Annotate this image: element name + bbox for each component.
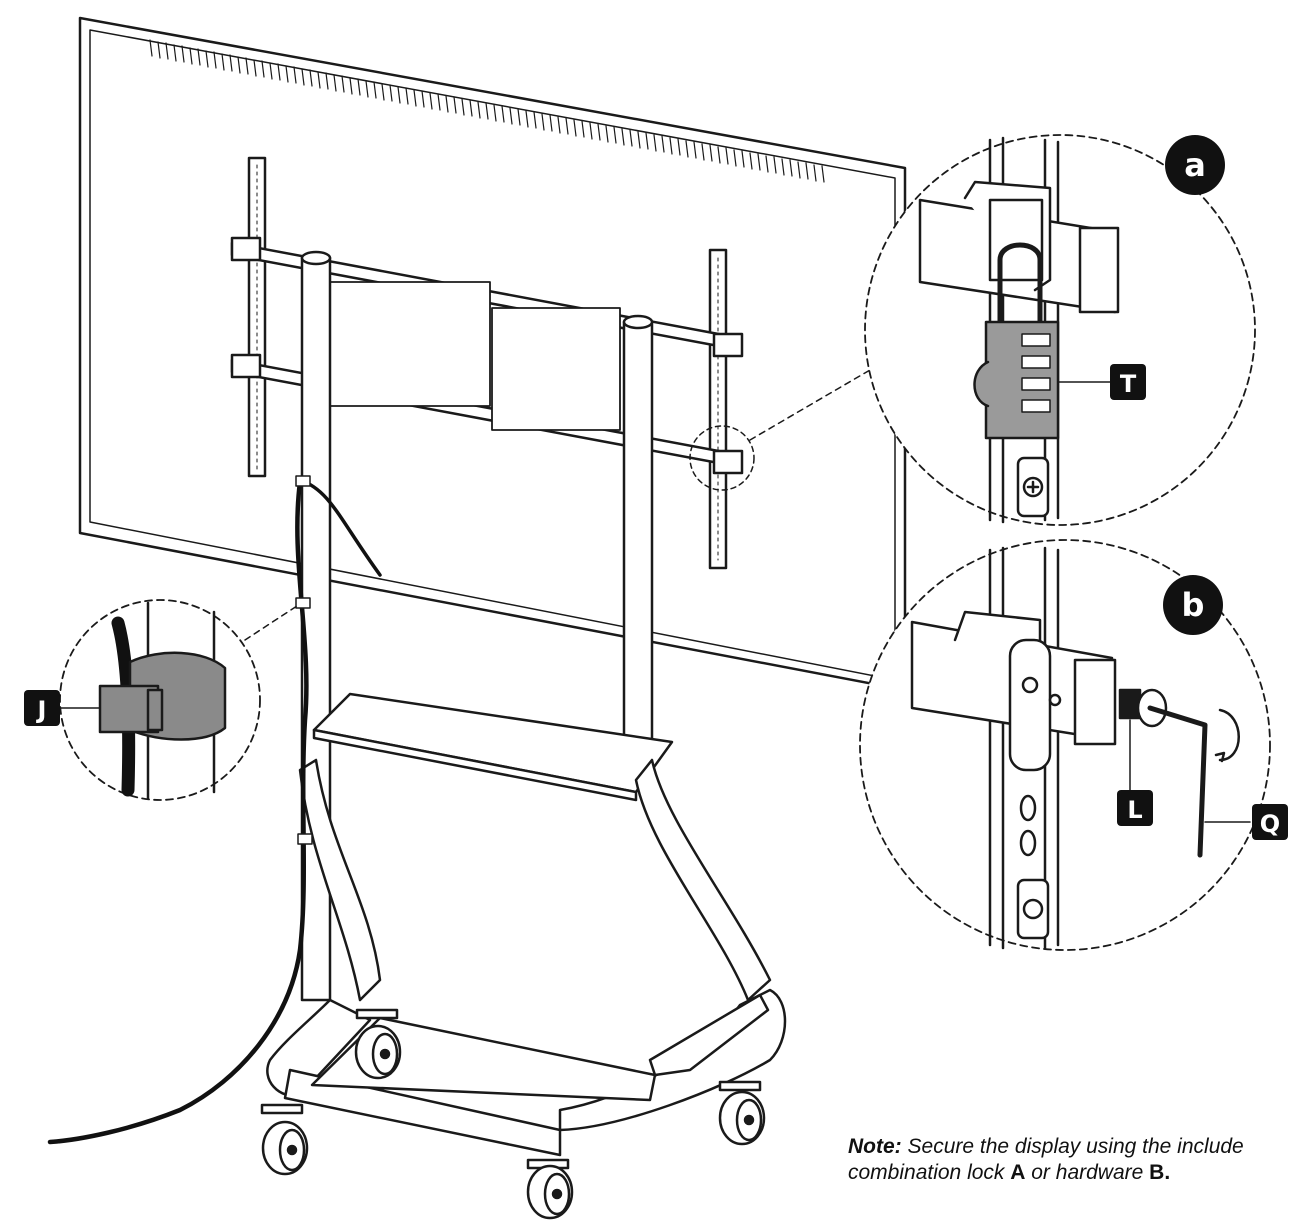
base-frame [266, 758, 787, 1157]
callout-a: a [1165, 135, 1225, 195]
tag-j: J [24, 690, 60, 726]
svg-text:a: a [1184, 146, 1206, 184]
svg-text:L: L [1127, 796, 1142, 824]
tag-l: L [1117, 790, 1153, 826]
svg-text:J: J [36, 696, 47, 724]
svg-text:Q: Q [1260, 810, 1280, 838]
svg-text:T: T [1120, 370, 1137, 398]
note-line-2: combination lock A or hardware B. [848, 1161, 1171, 1184]
detail-a-combination-lock [864, 134, 1256, 526]
detail-b-hardware [859, 539, 1271, 951]
stand-upright-right [622, 314, 654, 742]
hardware-reference: B [1149, 1161, 1165, 1184]
mounting-rail-left [247, 156, 267, 478]
caster-wheel [354, 1008, 402, 1080]
note-line-1: Note: Secure the display using the inclu… [848, 1135, 1244, 1158]
caster-wheel [526, 1158, 574, 1220]
power-cable [47, 475, 382, 1145]
note-label: Note: [848, 1135, 902, 1158]
leader-line [749, 369, 871, 441]
bracket-plate [491, 307, 621, 431]
lock-reference: A [1010, 1161, 1026, 1184]
bracket-plate [329, 281, 491, 407]
callout-b: b [1163, 575, 1223, 635]
svg-text:b: b [1182, 586, 1205, 624]
caster-wheel [718, 1080, 766, 1146]
detail-j-cable-strap [59, 599, 261, 801]
tag-t: T [1110, 364, 1146, 400]
mounting-rail-right [708, 248, 728, 570]
shelf [312, 692, 674, 802]
caster-wheel [260, 1103, 309, 1176]
tag-q: Q [1252, 804, 1288, 840]
leader-line [244, 603, 301, 641]
detail-focus-ring [689, 425, 755, 491]
security-note: Note: Secure the display using the inclu… [848, 1134, 1300, 1186]
stand-upright-left [300, 250, 332, 1002]
